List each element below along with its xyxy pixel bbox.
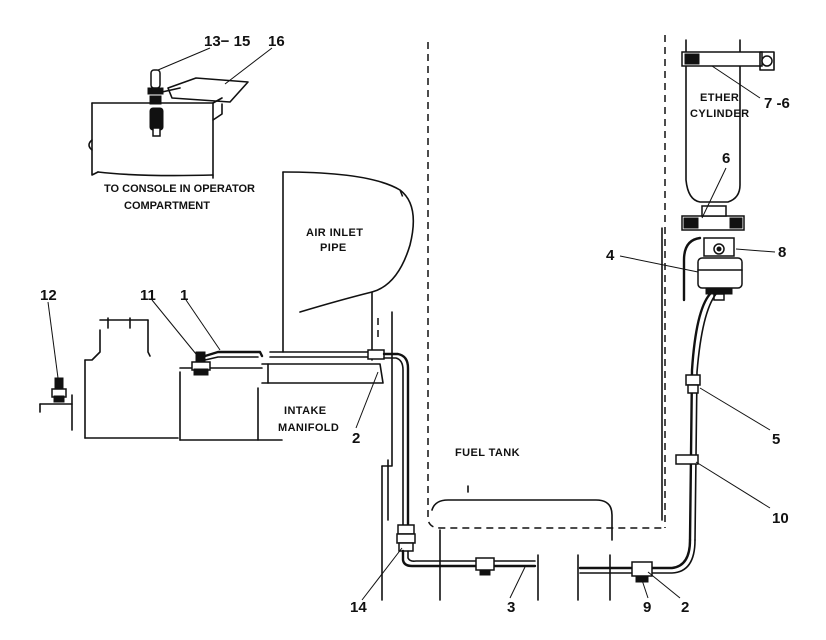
leader-9	[641, 579, 649, 599]
callout-2-lower: 2	[681, 599, 689, 616]
leader-5	[699, 387, 771, 431]
console-note-line2: COMPARTMENT	[124, 200, 210, 212]
tube-2-upper	[269, 349, 410, 527]
clamp-6	[681, 205, 745, 231]
tube-lower-right	[578, 538, 696, 583]
fitting-11	[191, 351, 211, 376]
leader-8	[735, 248, 776, 253]
console-note-line1: TO CONSOLE IN OPERATOR	[104, 183, 255, 195]
intake-label-line1: INTAKE	[284, 405, 327, 417]
leader-2-upper	[355, 371, 379, 429]
ether-label-line1: ETHER	[700, 92, 739, 104]
ether-label-line2: CYLINDER	[690, 108, 749, 120]
leader-10	[695, 461, 771, 509]
tube-1	[203, 350, 264, 361]
leader-16	[224, 47, 273, 85]
leader-1	[185, 299, 221, 351]
air-inlet-label-line2: PIPE	[320, 242, 347, 254]
callout-12: 12	[40, 287, 57, 304]
callout-4: 4	[606, 247, 615, 264]
callout-3: 3	[507, 599, 515, 616]
callout-10: 10	[772, 510, 789, 527]
leader-14	[361, 547, 403, 601]
clip-10	[675, 454, 699, 465]
callout-14: 14	[350, 599, 367, 616]
engine-block	[39, 317, 283, 441]
tube-5	[682, 236, 717, 542]
callout-1: 1	[180, 287, 188, 304]
air-inlet-pipe	[282, 171, 415, 361]
callout-8: 8	[778, 244, 786, 261]
frame-right	[661, 35, 666, 528]
console-plate	[167, 77, 249, 103]
callout-11: 11	[140, 287, 156, 304]
valve-8	[703, 237, 735, 257]
intake-manifold	[261, 363, 384, 384]
primer-switch	[147, 69, 181, 137]
callout-13-15: 13− 15	[204, 33, 250, 50]
callout-6: 6	[722, 150, 730, 167]
nozzle-12	[51, 377, 67, 403]
callout-16: 16	[268, 33, 285, 50]
callout-5: 5	[772, 431, 780, 448]
leader-4	[619, 255, 699, 273]
fitting-14	[396, 524, 416, 552]
leader-13-15	[157, 47, 211, 71]
intake-label-line2: MANIFOLD	[278, 422, 339, 434]
fuel-tank-label: FUEL TANK	[455, 447, 520, 459]
leader-6	[701, 167, 727, 219]
leader-11	[151, 299, 197, 355]
leader-2-lower	[647, 571, 681, 599]
ether-cylinder	[685, 39, 741, 203]
filter-4	[697, 257, 743, 301]
callout-9: 9	[643, 599, 651, 616]
leader-7-6	[711, 65, 761, 99]
tube-3	[401, 549, 537, 576]
clamp-7-6	[681, 51, 775, 71]
fuel-tank	[427, 42, 665, 601]
callout-7-6: 7 -6	[764, 95, 790, 112]
air-inlet-label-line1: AIR INLET	[306, 227, 363, 239]
frame-left	[377, 311, 393, 601]
leader-3	[509, 566, 526, 599]
leader-12	[47, 301, 59, 379]
callout-2-upper: 2	[352, 430, 360, 447]
